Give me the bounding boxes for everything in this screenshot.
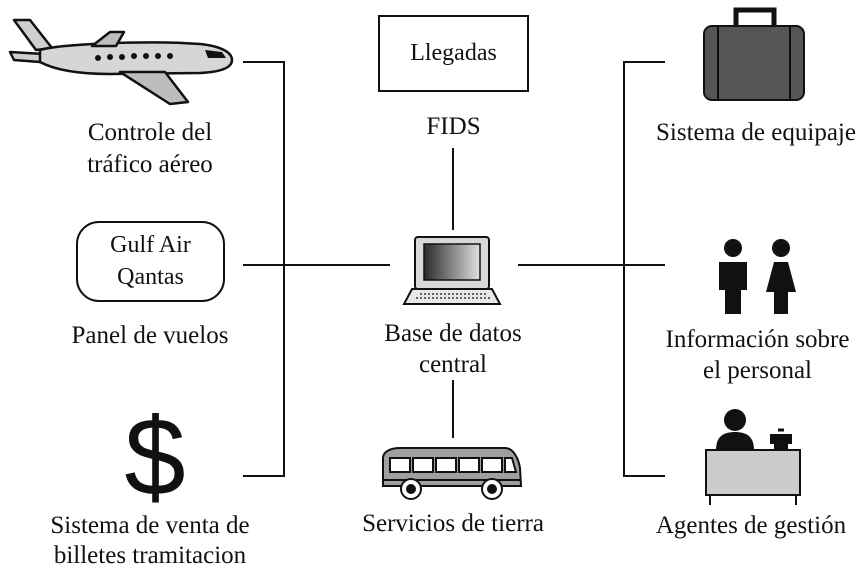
dollar-icon: $ (124, 396, 185, 519)
agents-label: Agentes de gestión (655, 512, 847, 539)
flight-panel-line2: Qantas (117, 264, 184, 290)
desk-agent-icon (705, 409, 801, 505)
left-bracket-connector (243, 61, 390, 477)
baggage-label: Sistema de equipaje (656, 119, 856, 146)
ticketing-label-line2: billetes tramitacion (53, 542, 247, 569)
computer-icon (402, 236, 502, 305)
bus-icon (382, 447, 523, 500)
ground-services-label: Servicios de tierra (362, 510, 544, 537)
air-traffic-label-line1: Controle del (87, 119, 213, 146)
airplane-icon (8, 18, 234, 106)
central-db-label-line1: Base de datos (384, 320, 522, 347)
fids-screen (378, 15, 529, 92)
ticketing-label-line1: Sistema de venta de (50, 512, 250, 539)
flight-panel-screen (76, 221, 225, 302)
staff-info-label-line2: el personal (703, 357, 812, 384)
fids-screen-text: Llegadas (410, 40, 497, 66)
svg-text:$: $ (124, 396, 185, 519)
staff-info-label-line1: Información sobre (665, 326, 850, 353)
suitcase-icon (703, 7, 805, 101)
central-db-label-line2: central (418, 351, 487, 378)
people-icon (719, 239, 796, 314)
fids-label: FIDS (426, 113, 481, 140)
flight-panel-label: Panel de vuelos (71, 322, 229, 349)
flight-panel-line1: Gulf Air (110, 232, 191, 258)
air-traffic-label-line2: tráfico aéreo (87, 151, 213, 178)
right-bracket-connector (518, 61, 665, 477)
